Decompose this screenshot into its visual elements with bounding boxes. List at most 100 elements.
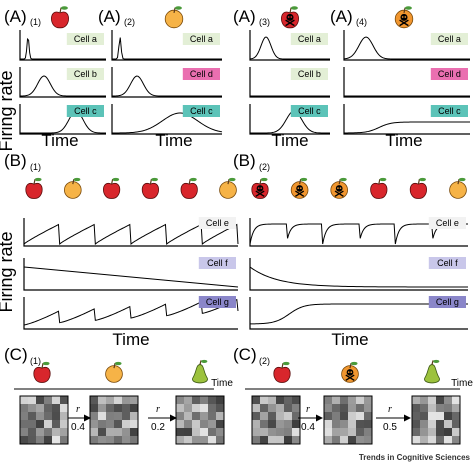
cell-trace-cell-c: Cell c xyxy=(343,104,470,135)
timeline-label: Time xyxy=(451,378,473,389)
plot-axes xyxy=(343,104,470,135)
panel-c2-letter: (C) xyxy=(233,345,257,364)
panel-c2: (C) (2) Time r0.4r0.5 xyxy=(233,345,473,445)
cell-trace-cell-f: Cell f xyxy=(23,257,239,291)
cell-label: Cell c xyxy=(438,106,461,116)
pear-icon xyxy=(424,359,440,384)
cell-trace-cell-a: Cell a xyxy=(111,30,222,61)
panel-b2-number: (2) xyxy=(259,162,270,172)
firing-rate-trace xyxy=(343,121,470,134)
cell-label-box xyxy=(430,105,468,117)
cell-label: Cell e xyxy=(436,218,459,228)
cell-trace-cell-b: Cell b xyxy=(19,67,106,98)
orange-icon xyxy=(219,177,237,199)
panel-c2-number: (2) xyxy=(259,356,270,366)
poison-orange-icon xyxy=(394,6,414,29)
apple-icon xyxy=(51,6,69,29)
apple-icon xyxy=(51,6,69,29)
firing-rate-trace xyxy=(112,37,222,60)
panel-c1-letter: (C) xyxy=(4,345,28,364)
firing-rate-trace xyxy=(250,110,331,134)
panel-b1-number: (1) xyxy=(30,162,41,172)
cell-label-box xyxy=(198,257,236,269)
representation-matrix xyxy=(19,395,69,445)
plot-axes xyxy=(111,30,222,61)
cell-label: Cell c xyxy=(74,106,97,116)
firing-rate-trace xyxy=(23,223,239,245)
orange-icon xyxy=(164,6,184,29)
panel-b1-letter: (B) xyxy=(4,151,27,170)
cell-label-box xyxy=(428,296,466,308)
firing-rate-trace xyxy=(23,298,239,326)
poison-apple-icon xyxy=(281,6,299,29)
panel-a1-number: (1) xyxy=(30,17,41,27)
cell-label-box xyxy=(290,105,328,117)
cell-label: Cell g xyxy=(436,297,459,307)
cell-label-box xyxy=(182,105,220,117)
r-symbol: r xyxy=(156,404,160,415)
cell-trace-cell-e: Cell e xyxy=(249,217,469,247)
r-symbol: r xyxy=(388,404,392,415)
panel-b2-letter: (B) xyxy=(233,151,256,170)
cell-label: Cell a xyxy=(74,34,97,44)
apple-icon xyxy=(273,361,291,383)
cell-label-box xyxy=(182,68,220,80)
cell-trace-cell-a: Cell a xyxy=(19,30,106,61)
cell-trace-cell-b: Cell b xyxy=(249,67,330,98)
poison-orange-icon xyxy=(394,6,414,29)
cell-label: Cell a xyxy=(438,34,461,44)
r-value: 0.5 xyxy=(383,422,397,433)
orange-icon xyxy=(105,361,123,383)
orange-icon xyxy=(64,177,82,199)
representation-matrix xyxy=(411,395,461,445)
plot-axes xyxy=(23,258,238,291)
plot-axes xyxy=(343,67,470,98)
panel-b1-xlabel: Time xyxy=(112,330,149,349)
source-credit: Trends in Cognitive Sciences xyxy=(359,453,471,462)
firing-rate-trace xyxy=(19,75,106,97)
panel-a4-xlabel: Time xyxy=(385,131,422,150)
panel-a3-number: (3) xyxy=(259,17,270,27)
apple-icon xyxy=(33,361,51,383)
cell-trace-cell-g: Cell g xyxy=(23,296,239,330)
apple-icon xyxy=(141,177,159,199)
panel-c1: (C) (1) Time r0.4r0.2 xyxy=(4,345,233,445)
plot-axes xyxy=(249,297,468,330)
cell-trace-cell-g: Cell g xyxy=(249,296,468,330)
plot-axes xyxy=(249,258,468,291)
orange-icon xyxy=(164,6,184,29)
cell-label-box xyxy=(290,33,328,45)
poison-orange-icon xyxy=(330,177,349,199)
plot-axes xyxy=(111,67,222,98)
panel-a2-number: (2) xyxy=(124,17,135,27)
panel-a1-xlabel: Time xyxy=(41,131,78,150)
poison-orange-icon xyxy=(290,177,309,199)
cell-trace-cell-d: Cell d xyxy=(111,67,222,98)
plot-axes xyxy=(343,30,470,61)
panel-a2-letter: (A) xyxy=(98,7,121,26)
representation-matrix xyxy=(323,395,373,445)
firing-rate-trace xyxy=(23,266,239,288)
cell-label: Cell b xyxy=(298,69,321,79)
cell-label: Cell g xyxy=(206,297,229,307)
plot-axes xyxy=(249,67,330,98)
cell-label-box xyxy=(428,217,466,229)
r-value: 0.4 xyxy=(71,422,85,433)
panel-a3-letter: (A) xyxy=(233,7,256,26)
r-symbol: r xyxy=(76,404,80,415)
firing-rate-trace xyxy=(249,266,469,288)
panel-b2-xlabel: Time xyxy=(331,330,368,349)
cell-label-box xyxy=(198,296,236,308)
cell-trace-cell-c: Cell c xyxy=(249,104,331,135)
pear-icon xyxy=(192,359,208,384)
cell-label: Cell c xyxy=(298,106,321,116)
apple-icon xyxy=(25,177,43,199)
firing-rate-trace xyxy=(111,75,222,97)
plot-axes xyxy=(23,218,238,247)
apple-icon xyxy=(103,177,121,199)
poison-apple-icon xyxy=(281,6,299,29)
